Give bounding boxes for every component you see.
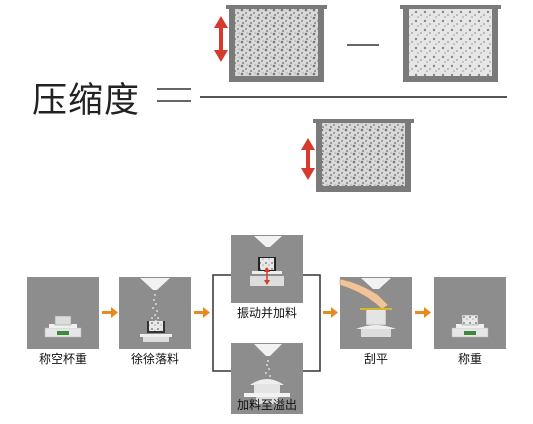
height-arrow-top: [214, 16, 228, 62]
cup-packed-bottom: [313, 119, 414, 192]
process-graphics: [27, 235, 506, 414]
cup-loose-top-right: [400, 5, 501, 82]
panel-slow-pour: [119, 277, 191, 349]
formula-graphics: [214, 5, 501, 192]
panel-scrape: [339, 277, 412, 349]
caption-slow-pour: 徐徐落料: [130, 352, 179, 366]
panel-vibrate-add: [231, 235, 303, 303]
flow-arrows: [102, 307, 431, 318]
height-arrow-bottom: [301, 138, 315, 180]
caption-add-overflow: 加料至溢出: [236, 398, 297, 412]
caption-scrape: 刮平: [363, 352, 388, 366]
panel-weigh-empty: [27, 277, 99, 349]
caption-weigh-full: 称重: [457, 352, 482, 366]
minus-sign: [347, 44, 379, 46]
caption-vibrate-add: 振动并加料: [236, 306, 297, 320]
branch-bracket: [212, 274, 321, 372]
formula-label: 压缩度: [32, 81, 141, 121]
panel-weigh-full: [434, 277, 506, 349]
equals-sign: [157, 88, 191, 102]
panel-add-overflow: [231, 343, 303, 414]
cup-packed-top-left: [226, 5, 327, 82]
fraction-line: [200, 96, 507, 98]
caption-weigh-empty: 称空杯重: [38, 352, 87, 366]
